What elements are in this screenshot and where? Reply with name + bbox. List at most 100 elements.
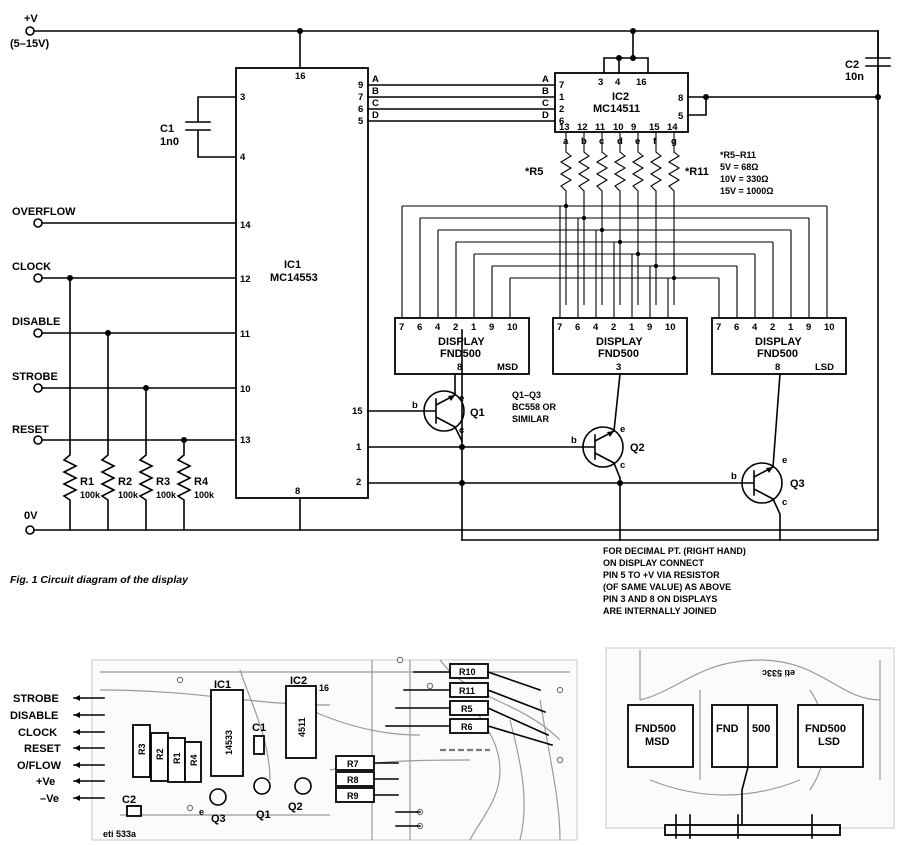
svg-text:12: 12 xyxy=(240,274,251,285)
supply-rails: +V (5–15V) 0V xyxy=(10,13,881,535)
capacitor-c2: C2 10n xyxy=(845,30,891,98)
svg-text:DISPLAY: DISPLAY xyxy=(596,336,643,348)
svg-text:MSD: MSD xyxy=(645,736,670,748)
svg-text:DISABLE: DISABLE xyxy=(10,710,58,722)
svg-text:16: 16 xyxy=(319,683,329,693)
pcb-pad xyxy=(556,686,564,694)
svg-text:ARE INTERNALLY JOINED: ARE INTERNALLY JOINED xyxy=(603,606,717,616)
svg-text:3: 3 xyxy=(598,77,603,88)
ic2-bottom-pin: 11 xyxy=(595,122,606,133)
decimal-point-note: FOR DECIMAL PT. (RIGHT HAND) ON DISPLAY … xyxy=(603,546,746,616)
svg-text:5: 5 xyxy=(358,116,364,127)
svg-text:FND500: FND500 xyxy=(598,348,639,360)
svg-text:4: 4 xyxy=(240,152,246,163)
ic1-part: MC14553 xyxy=(270,272,318,284)
c2-ref: C2 xyxy=(845,59,859,71)
svg-text:R1: R1 xyxy=(172,752,182,764)
svg-text:FND500: FND500 xyxy=(757,348,798,360)
svg-text:10: 10 xyxy=(240,384,251,395)
svg-text:Q1: Q1 xyxy=(470,407,485,419)
r11-label: *R11 xyxy=(685,166,709,178)
svg-text:C: C xyxy=(372,98,379,109)
svg-text:LSD: LSD xyxy=(818,736,840,748)
ic2-chip: 3 4 16 IC2 MC14511 7 1 2 6 8 5 xyxy=(554,30,879,133)
svg-text:Q3: Q3 xyxy=(211,813,226,825)
svg-text:4: 4 xyxy=(615,77,621,88)
svg-text:b: b xyxy=(731,471,737,482)
capacitor-c1: C1 1n0 xyxy=(160,96,237,158)
ic2-segment-letter: f xyxy=(653,136,657,147)
c1-ref: C1 xyxy=(160,123,174,135)
transistor-note: Q1–Q3 BC558 OR SIMILAR xyxy=(512,390,557,424)
svg-text:7: 7 xyxy=(358,92,363,103)
pcb-display-board: eti 533c FND500 MSD FND 500 FND500 LSD xyxy=(605,647,895,839)
display-pin: 1 xyxy=(471,322,477,333)
vplus-terminal xyxy=(25,26,35,36)
svg-text:Q1–Q3: Q1–Q3 xyxy=(512,390,541,400)
input-overflow-label: OVERFLOW xyxy=(12,206,76,218)
svg-text:B: B xyxy=(372,86,379,97)
svg-text:ON DISPLAY CONNECT: ON DISPLAY CONNECT xyxy=(603,558,705,568)
svg-text:R11: R11 xyxy=(459,686,475,696)
svg-text:LSD: LSD xyxy=(815,362,834,373)
input-reset-label: RESET xyxy=(12,424,49,436)
display-pin: 2 xyxy=(453,322,458,333)
svg-text:8: 8 xyxy=(678,93,683,104)
svg-text:100k: 100k xyxy=(118,490,139,500)
display-pin: 4 xyxy=(752,322,758,333)
svg-text:A: A xyxy=(542,74,549,85)
display-pin: 6 xyxy=(417,322,422,333)
svg-text:14: 14 xyxy=(240,220,251,231)
svg-text:13: 13 xyxy=(240,435,251,446)
svg-text:R3: R3 xyxy=(137,743,147,755)
svg-text:e: e xyxy=(620,424,625,435)
svg-text:+Ve: +Ve xyxy=(36,776,55,788)
svg-text:1: 1 xyxy=(559,92,565,103)
bus-junction xyxy=(635,251,641,257)
input-lines: OVERFLOW CLOCK DISABLE STROBE RESET xyxy=(12,206,237,445)
svg-text:PIN 3 AND 8 ON DISPLAYS: PIN 3 AND 8 ON DISPLAYS xyxy=(603,594,717,604)
svg-text:SIMILAR: SIMILAR xyxy=(512,414,549,424)
bcd-bus: A B C D A B C D xyxy=(367,74,556,122)
segment-bus xyxy=(401,203,828,318)
svg-text:–Ve: –Ve xyxy=(40,793,59,805)
zero-volt-label: 0V xyxy=(24,510,38,522)
segment-resistor xyxy=(577,132,591,305)
svg-text:B: B xyxy=(542,86,549,97)
transistor-q2: b e c Q2 xyxy=(367,373,645,541)
svg-text:c: c xyxy=(620,460,625,471)
svg-text:4511: 4511 xyxy=(297,717,307,737)
svg-text:7: 7 xyxy=(559,80,564,91)
bus-row xyxy=(437,229,791,318)
display-pin: 10 xyxy=(665,322,676,333)
svg-text:6: 6 xyxy=(559,116,564,127)
display-pin: 9 xyxy=(806,322,811,333)
ic2-bottom-pin: 9 xyxy=(631,122,636,133)
svg-text:C1: C1 xyxy=(252,722,266,734)
display-pin: 7 xyxy=(557,322,562,333)
bus-row xyxy=(491,265,737,318)
segment-resistor xyxy=(649,132,663,305)
segment-resistor xyxy=(613,132,627,305)
display-pin: 6 xyxy=(734,322,739,333)
svg-text:R5: R5 xyxy=(461,704,473,714)
display-middle: DISPLAY FND500 3 xyxy=(552,317,688,375)
ic1-ref: IC1 xyxy=(284,259,301,271)
svg-text:R3: R3 xyxy=(156,476,170,488)
zero-volt-terminal xyxy=(25,525,35,535)
display-pin: 4 xyxy=(435,322,441,333)
display-pin: 10 xyxy=(824,322,835,333)
ic2-bottom-pin: 15 xyxy=(649,122,660,133)
svg-text:*R5–R11: *R5–R11 xyxy=(720,150,756,160)
svg-text:3: 3 xyxy=(616,362,621,373)
svg-text:FND500: FND500 xyxy=(635,723,676,735)
bus-junction xyxy=(581,215,587,221)
svg-text:IC2: IC2 xyxy=(290,675,307,687)
svg-text:BC558 OR: BC558 OR xyxy=(512,402,557,412)
svg-text:CLOCK: CLOCK xyxy=(18,727,57,739)
svg-text:500: 500 xyxy=(752,723,770,735)
svg-text:D: D xyxy=(372,110,379,121)
display-pin: 9 xyxy=(489,322,494,333)
